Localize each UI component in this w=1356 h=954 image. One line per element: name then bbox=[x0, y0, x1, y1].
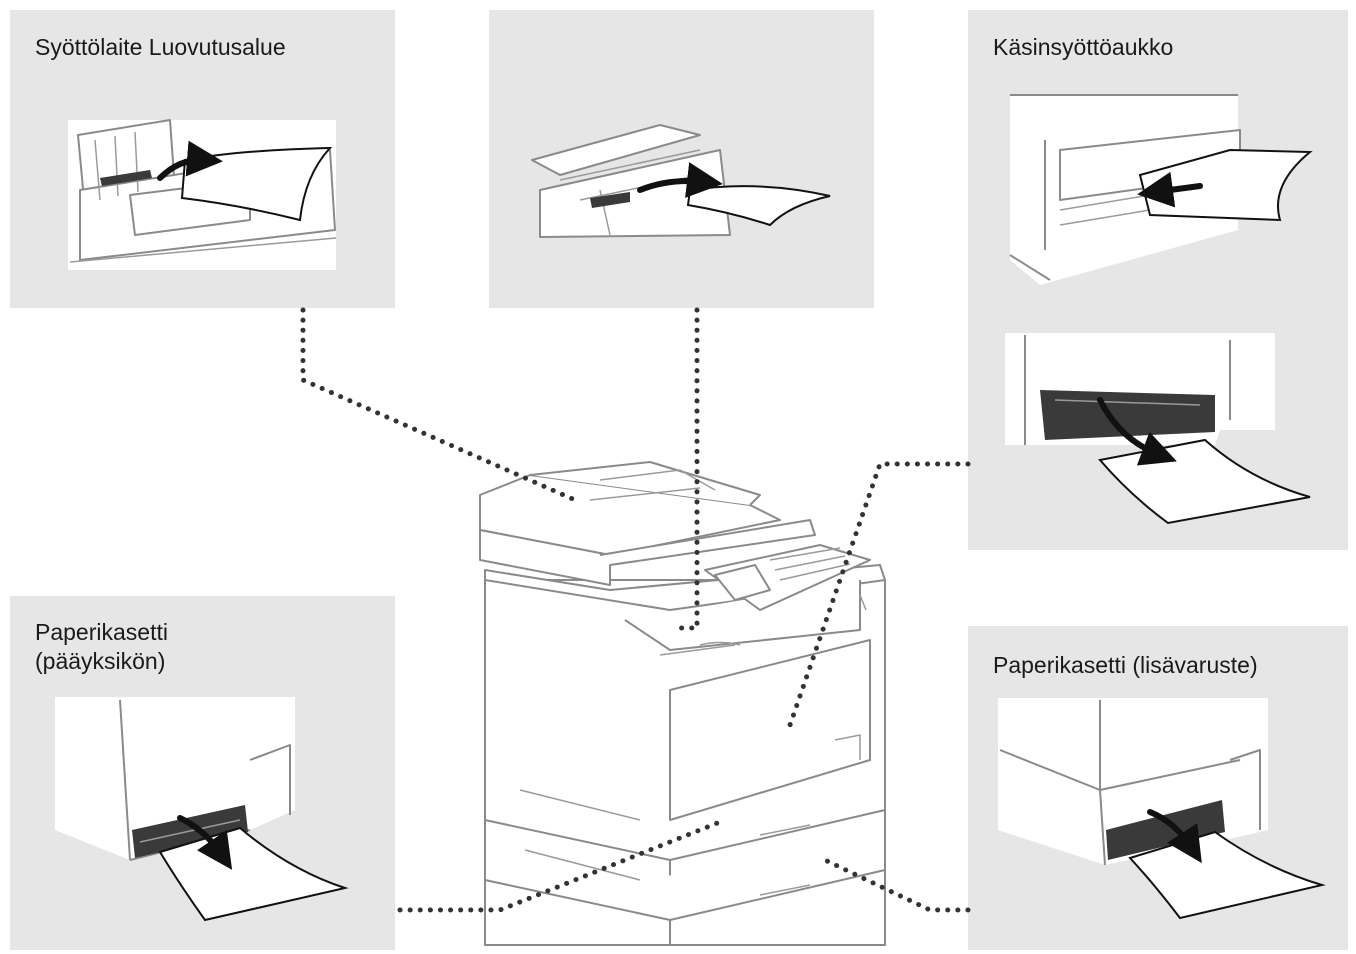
main-cassette-illustration bbox=[55, 697, 349, 922]
feeder-output-illustration bbox=[68, 119, 337, 270]
label-optional-cassette: Paperikasetti (lisävaruste) bbox=[993, 652, 1258, 678]
leader-feeder-output bbox=[300, 307, 578, 503]
manual-feed-illustration-bottom bbox=[1005, 333, 1311, 525]
label-main-cassette-line1: Paperikasetti bbox=[35, 619, 168, 645]
leader-top-output bbox=[669, 307, 700, 631]
label-manual-feed: Käsinsyöttöaukko bbox=[993, 34, 1174, 60]
manual-feed-illustration-top bbox=[1009, 94, 1313, 285]
top-output-illustration bbox=[528, 122, 831, 240]
optional-cassette-illustration bbox=[998, 698, 1326, 920]
leader-manual-feed bbox=[787, 461, 971, 728]
label-main-cassette-line2: (pääyksikön) bbox=[35, 648, 166, 674]
leader-main-cassette bbox=[397, 819, 723, 913]
printer-illustration bbox=[479, 461, 886, 946]
label-feeder-output: Syöttölaite Luovutusalue bbox=[35, 34, 286, 60]
leader-optional-cassette bbox=[822, 857, 971, 913]
